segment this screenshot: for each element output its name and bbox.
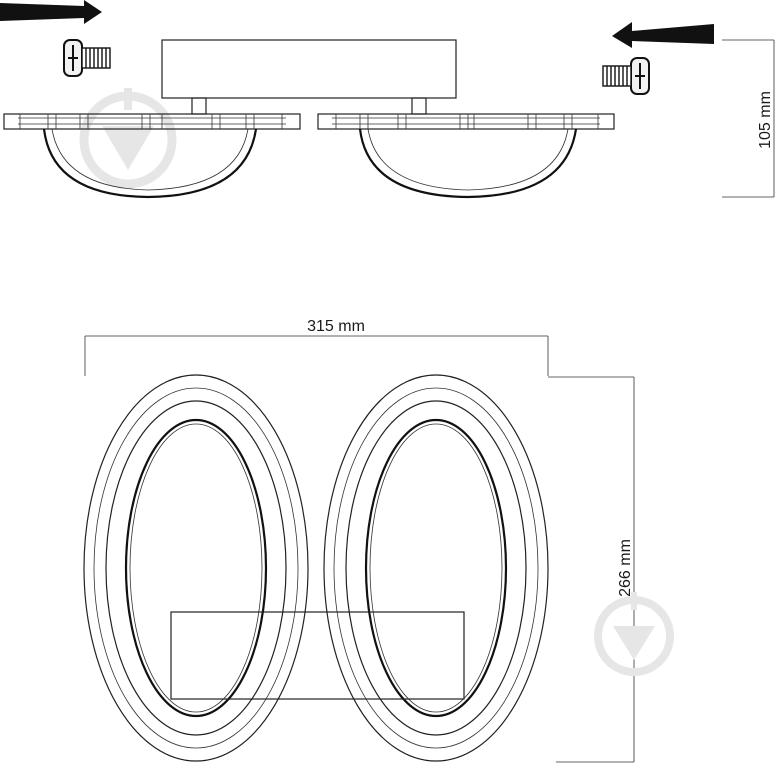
lamp-frame-right: [317, 113, 615, 199]
height-dimension-label: 105 mm: [757, 91, 774, 149]
lamp-ring-left: [83, 374, 309, 762]
lamp-shade-left: [42, 128, 258, 199]
lamp-shade-right: [358, 128, 578, 199]
width-dimension: 315 mm: [84, 318, 549, 376]
side-view: 105 mm: [0, 0, 775, 199]
mounting-post-right: [411, 97, 427, 115]
mounting-arrow-icon: [0, 0, 102, 24]
depth-dimension-label: 266 mm: [617, 539, 634, 597]
mounting-box: [161, 39, 457, 99]
depth-dimension: 266 mm: [548, 376, 635, 763]
mounting-post-left: [191, 97, 207, 115]
screw-icon: [602, 57, 650, 95]
watermark-logo-icon: [594, 592, 674, 676]
width-dimension-label: 315 mm: [307, 318, 365, 335]
mounting-arrow-icon: [612, 22, 714, 48]
height-dimension: 105 mm: [722, 39, 775, 198]
mounting-plate: [170, 611, 465, 700]
lamp-frame-left: [3, 113, 301, 199]
screw-icon: [63, 39, 111, 77]
front-view: 315 mm 266 mm: [83, 318, 674, 763]
watermark-logo-icon: [79, 88, 177, 189]
lamp-ring-right: [323, 374, 549, 762]
